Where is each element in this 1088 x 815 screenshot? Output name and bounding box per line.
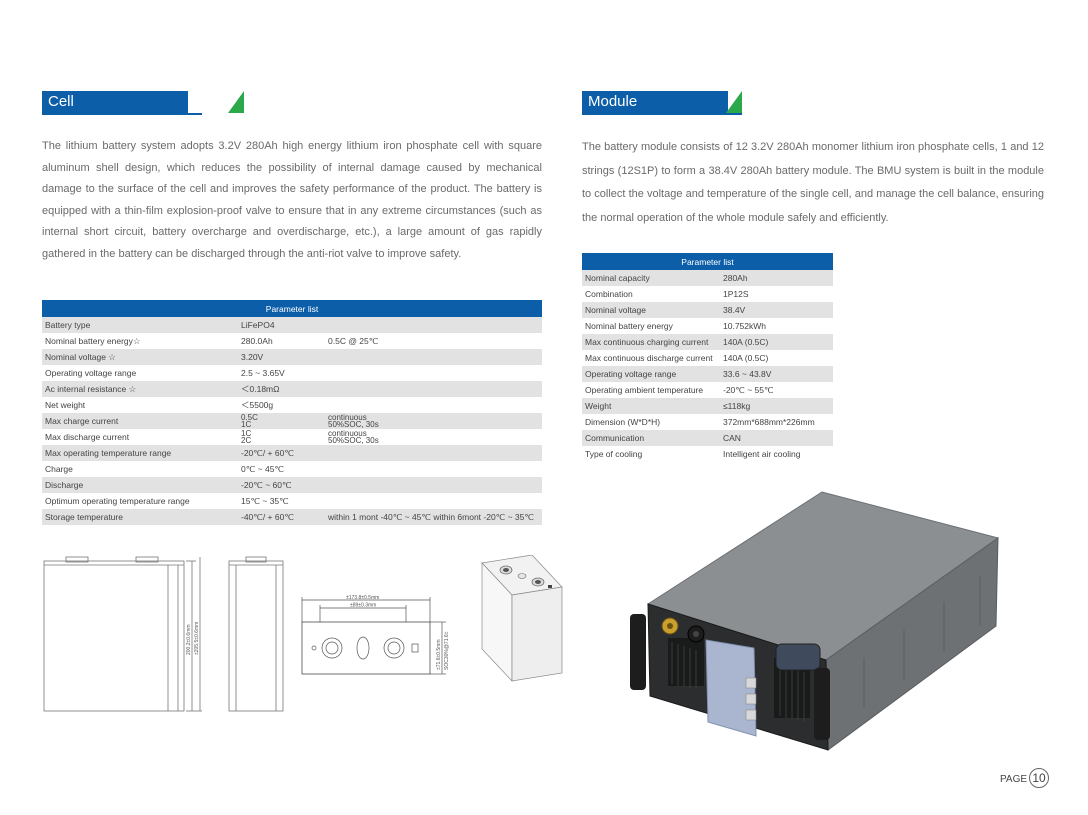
cell-top-dimension-2: ±89±0.3mm [350,603,376,609]
cell-side-dimension: ±71.6±0.5mm [436,639,442,670]
page-number-circle: 10 [1029,768,1050,788]
module-description: The battery module consists of 12 3.2V 2… [582,141,1044,224]
page-label: PAGE [1000,774,1028,785]
table-row: Nominal voltage ☆3.20V [42,349,542,365]
cell-title-accent [228,91,244,113]
cell-title-underline [42,113,202,115]
cell-top-dimension: ±173.8±0.5mm [346,595,379,601]
cell-3d-image [481,555,563,682]
table-row: Max operating temperature range-20℃/ + 6… [42,445,542,461]
table-row: Operating ambient temperature-20℃ ~ 55℃ [582,382,833,398]
cell-table-header: Parameter list [42,300,542,317]
cell-section-title: Cell [42,91,244,115]
module-section-title: Module [582,91,742,115]
table-row: Discharge-20℃ ~ 60℃ [42,477,542,493]
cell-front-view-drawing: 200.2±0.6mm ±205.5±0.6mm [43,556,202,712]
cell-top-view-drawing: ±173.8±0.5mm ±89±0.3mm ±71.6±0.5mm SOC30… [301,595,450,675]
cell-height-dimension: 200.2±0.6mm [186,624,192,655]
table-row: Weight≤118kg [582,398,833,414]
cell-description: The lithium battery system adopts 3.2V 2… [42,140,542,260]
table-row: Net weight＜5500g [42,397,542,413]
module-table-header: Parameter list [582,253,833,270]
table-row: Dimension (W*D*H)372mm*688mm*226mm [582,414,833,430]
battery-module-image [630,491,1000,751]
cell-side-view-drawing [228,556,284,712]
cell-height-dimension-2: ±205.5±0.6mm [194,622,200,655]
table-row: Ac internal resistance ☆＜0.18mΩ [42,381,542,397]
module-title-bar: Module [582,91,728,113]
cell-side-dimension-2: SOC30%@71.6± [444,631,450,670]
module-title-accent [726,91,742,113]
cell-title-bar: Cell [42,91,188,113]
module-title-underline [582,113,742,115]
